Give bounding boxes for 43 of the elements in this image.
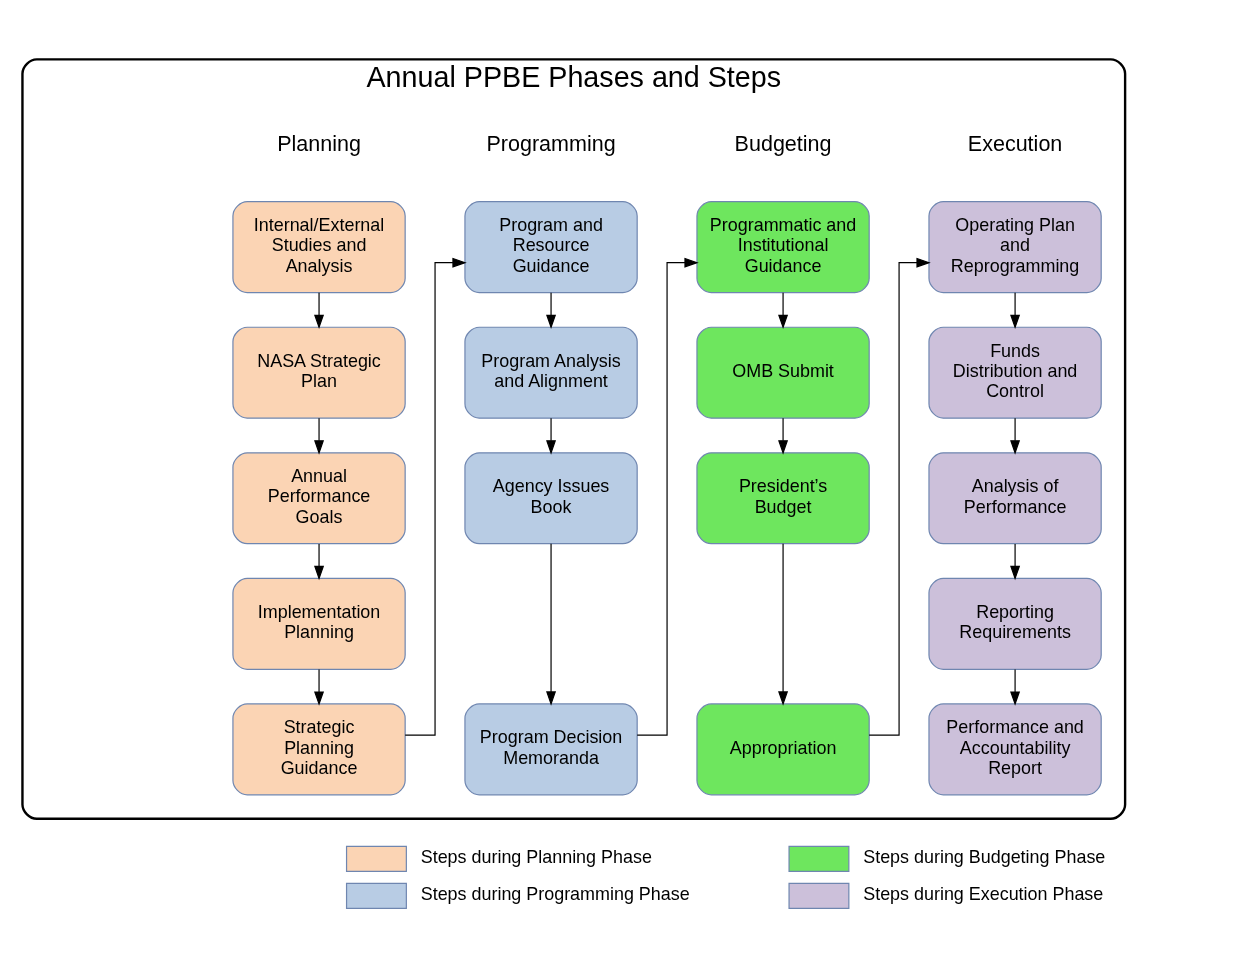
node-box: Program and Resource Guidance	[464, 201, 638, 294]
arrow	[546, 543, 557, 706]
node-box: NASA Strategic Plan	[232, 326, 406, 419]
node-box: Reporting Requirements	[928, 577, 1102, 670]
arrow	[778, 543, 789, 706]
node-box: Programmatic and Institutional Guidance	[696, 201, 870, 294]
arrow	[314, 292, 325, 330]
legend-label: Steps during Budgeting Phase	[863, 847, 1106, 868]
arrow	[1010, 292, 1021, 330]
arrow	[314, 417, 325, 455]
arrow	[778, 292, 789, 330]
node-box: Strategic Planning Guidance	[232, 703, 406, 796]
node-box: Agency Issues Book	[464, 452, 638, 545]
node-box: Funds Distribution and Control	[928, 326, 1102, 419]
node-box: Performance and Accountability Report	[928, 703, 1102, 796]
node-box: Internal/External Studies and Analysis	[232, 201, 406, 294]
node-box: OMB Submit	[696, 326, 870, 419]
legend-label: Steps during Planning Phase	[420, 847, 652, 868]
arrow	[314, 668, 325, 706]
node-box: Appropriation	[696, 703, 870, 796]
arrow	[1010, 668, 1021, 706]
node-box: Implementation Planning	[232, 577, 406, 670]
arrow	[546, 417, 557, 455]
arrow	[314, 543, 325, 581]
node-box: President’s Budget	[696, 452, 870, 545]
node-box: Operating Plan and Reprogramming	[928, 201, 1102, 294]
arrow	[636, 257, 699, 736]
arrow	[868, 257, 931, 736]
node-box: Analysis of Performance	[928, 452, 1102, 545]
node-box: Annual Performance Goals	[232, 452, 406, 545]
arrow	[778, 417, 789, 455]
legend-label: Steps during Execution Phase	[863, 884, 1104, 905]
arrow	[1010, 543, 1021, 581]
arrow	[546, 292, 557, 330]
arrow	[404, 257, 467, 736]
legend-label: Steps during Programming Phase	[420, 884, 690, 905]
label: Planning	[277, 131, 361, 156]
label: Programming	[486, 131, 616, 156]
label: Budgeting	[734, 131, 832, 156]
node-box: Program Decision Memoranda	[464, 703, 638, 796]
label: Execution	[967, 131, 1063, 156]
node-box: Program Analysis and Alignment	[464, 326, 638, 419]
arrow	[1010, 417, 1021, 455]
